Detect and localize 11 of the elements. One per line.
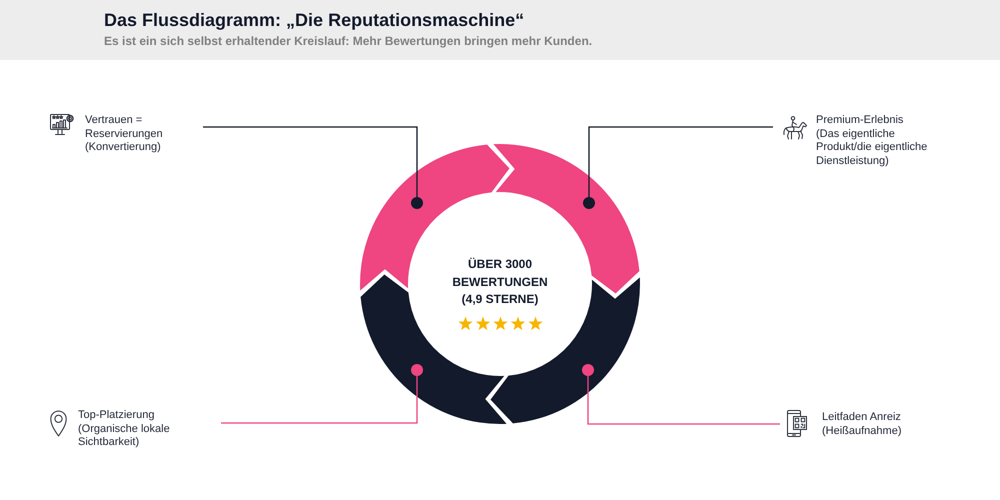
- leader-line: [583, 126, 773, 209]
- title: Das Flussdiagramm: „Die Reputationsmaschine“: [104, 10, 524, 31]
- label-text: Top-Platzierung (Organische lokale Sichtbarkeit): [78, 409, 171, 450]
- label-text: Leitfaden Anreiz (Heißaufnahme): [822, 411, 902, 438]
- leader-line: [582, 364, 780, 425]
- label-text: Premium-Erlebnis (Das eigentliche Produkt/die eigentliche Dienstleistung): [816, 114, 928, 168]
- center-text: ÜBER 3000 BEWERTUNGEN (4,9 STERNE): [451, 256, 549, 308]
- label-text: Vertrauen = Reservierungen (Konvertierung): [85, 114, 164, 154]
- leader-line: [203, 126, 423, 209]
- subtitle: Es ist ein sich selbst erhaltender Kreislauf: Mehr Bewertungen bringen mehr Kunden.: [104, 34, 592, 49]
- leader-line: [221, 364, 423, 424]
